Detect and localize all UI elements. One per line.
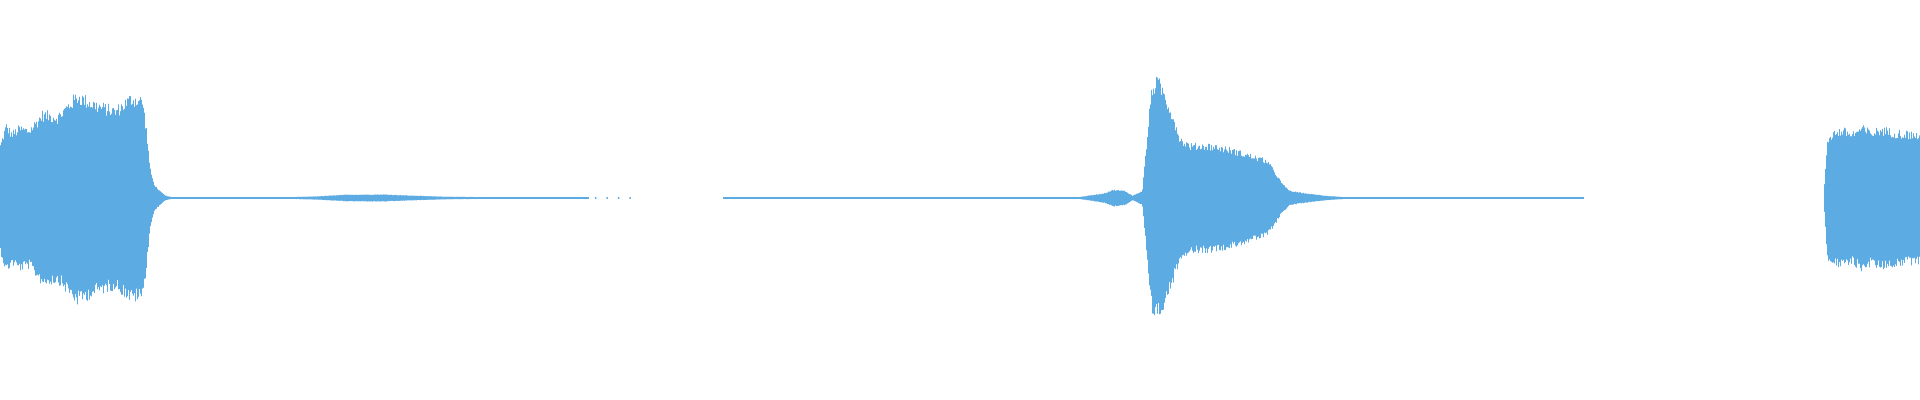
waveform-dot (854, 197, 856, 199)
waveform-dots (245, 197, 1576, 199)
waveform-dot (1393, 197, 1395, 199)
waveform-dot (1324, 197, 1326, 199)
waveform-dot (1535, 197, 1537, 199)
waveform-dot (1573, 197, 1576, 199)
waveform-dot (245, 197, 248, 199)
waveform-dot (617, 197, 620, 199)
waveform-dot (1506, 197, 1508, 199)
waveform-dot (1516, 197, 1518, 199)
waveform-dot (259, 197, 261, 199)
waveform-dot (1496, 197, 1499, 199)
waveform-dot (1448, 197, 1451, 199)
waveform-dot (863, 197, 866, 199)
waveform-dot (606, 197, 608, 199)
waveform-dot (1352, 197, 1355, 199)
waveform-group (0, 76, 1920, 316)
waveform-dot (594, 197, 597, 199)
waveform-dot (268, 197, 271, 199)
waveform-dot (1554, 197, 1556, 199)
waveform-dot (629, 197, 631, 199)
